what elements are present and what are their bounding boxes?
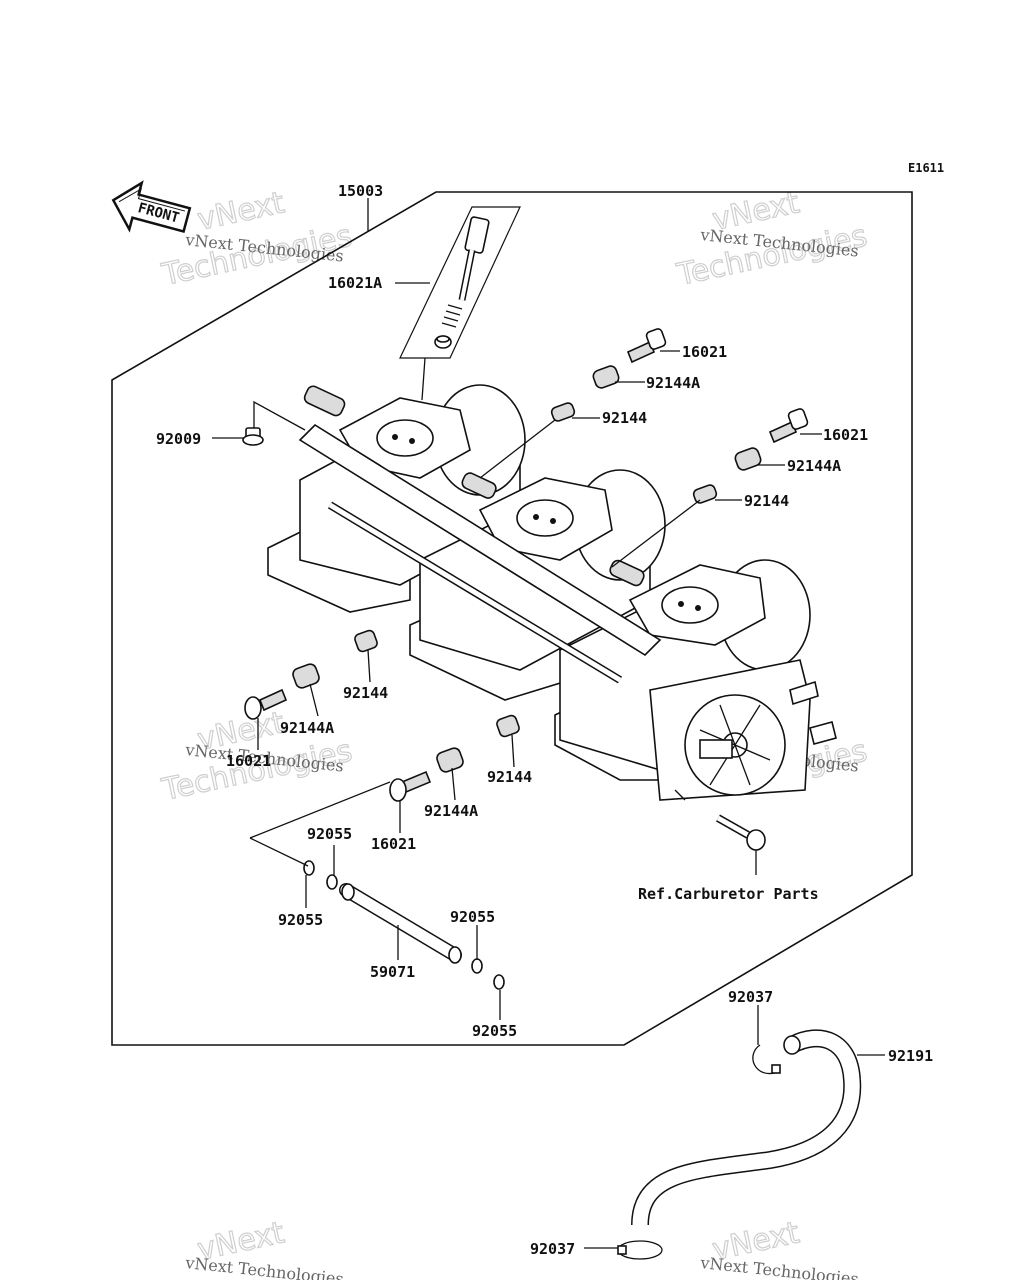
o-ring-92055-c [471, 958, 483, 974]
watermark-top-right: vNext Technologies vNext Technologies [673, 185, 871, 294]
pipe-59071 [339, 883, 462, 964]
callout-92144-right: 92144 [744, 492, 789, 510]
plug-92009 [242, 427, 264, 446]
carburetor-bank [267, 384, 837, 801]
spring-92144-left [354, 629, 378, 653]
diagram-code: E1611 [908, 161, 944, 175]
leader-lines [212, 198, 885, 1249]
callout-92037-bottom: 92037 [530, 1240, 575, 1258]
hose-92191 [631, 1029, 862, 1226]
pilot-screw-assembly [434, 216, 490, 349]
spring-92144a-center [436, 747, 464, 773]
spring-92144a-right [734, 447, 762, 471]
spring-92144-center [496, 714, 520, 738]
spring-92144-right [692, 484, 718, 504]
callout-92144a-left: 92144A [280, 719, 334, 737]
callout-92009: 92009 [156, 430, 201, 448]
clamp-92037-bottom [617, 1240, 663, 1260]
svg-text:vNext Technologies: vNext Technologies [699, 1253, 860, 1280]
spring-92144a-left [292, 663, 320, 689]
callout-labels: 15003 16021A 16021 92144A 92144 92009 16… [156, 182, 933, 1258]
reference-note: Ref.Carburetor Parts [638, 885, 819, 903]
screw-16021-left [244, 688, 288, 720]
inset-boundary [399, 206, 521, 359]
spring-92144a-top [592, 365, 620, 389]
callout-92144-left: 92144 [343, 684, 388, 702]
callout-92144-top: 92144 [602, 409, 647, 427]
callout-92144-center: 92144 [487, 768, 532, 786]
callout-92055-bottom: 92055 [472, 1022, 517, 1040]
screw-16021-center [389, 770, 432, 802]
front-arrow-icon: FRONT [111, 180, 192, 233]
callout-92191: 92191 [888, 1047, 933, 1065]
assembly-boundary [111, 191, 913, 1046]
screw-16021-top-right-b [768, 408, 809, 444]
bolt-ref-carburetor [716, 814, 766, 851]
leader-inset [421, 357, 426, 401]
callout-92144a-top: 92144A [646, 374, 700, 392]
svg-text:vNext: vNext [194, 185, 287, 238]
callout-92055-left: 92055 [278, 911, 323, 929]
callout-16021a: 16021A [328, 274, 382, 292]
watermark-mid-left: vNext Technologies vNext Technologies [158, 705, 356, 809]
spring-92144-top [550, 402, 576, 422]
callout-92055-top: 92055 [307, 825, 352, 843]
callout-92037-top: 92037 [728, 988, 773, 1006]
callout-92144a-right: 92144A [787, 457, 841, 475]
callout-92055-right: 92055 [450, 908, 495, 926]
watermark-top-left: vNext Technologies vNext Technologies [158, 185, 356, 294]
callout-16021-left: 16021 [226, 752, 271, 770]
screw-16021-top-right-a [626, 328, 667, 364]
watermark-bottom-right: vNext vNext Technologies [699, 1215, 860, 1280]
o-ring-92055-d [493, 974, 505, 990]
callout-16021-top: 16021 [682, 343, 727, 361]
callout-15003: 15003 [338, 182, 383, 200]
callout-16021-center: 16021 [371, 835, 416, 853]
clamp-92037-top [752, 1044, 781, 1075]
o-ring-92055-a [303, 860, 315, 876]
callout-16021-right: 16021 [823, 426, 868, 444]
watermark-bottom-left: vNext vNext Technologies [184, 1215, 345, 1280]
svg-text:vNext Technologies: vNext Technologies [184, 1253, 345, 1280]
callout-92144a-center: 92144A [424, 802, 478, 820]
callout-59071: 59071 [370, 963, 415, 981]
o-ring-92055-b [326, 874, 338, 890]
